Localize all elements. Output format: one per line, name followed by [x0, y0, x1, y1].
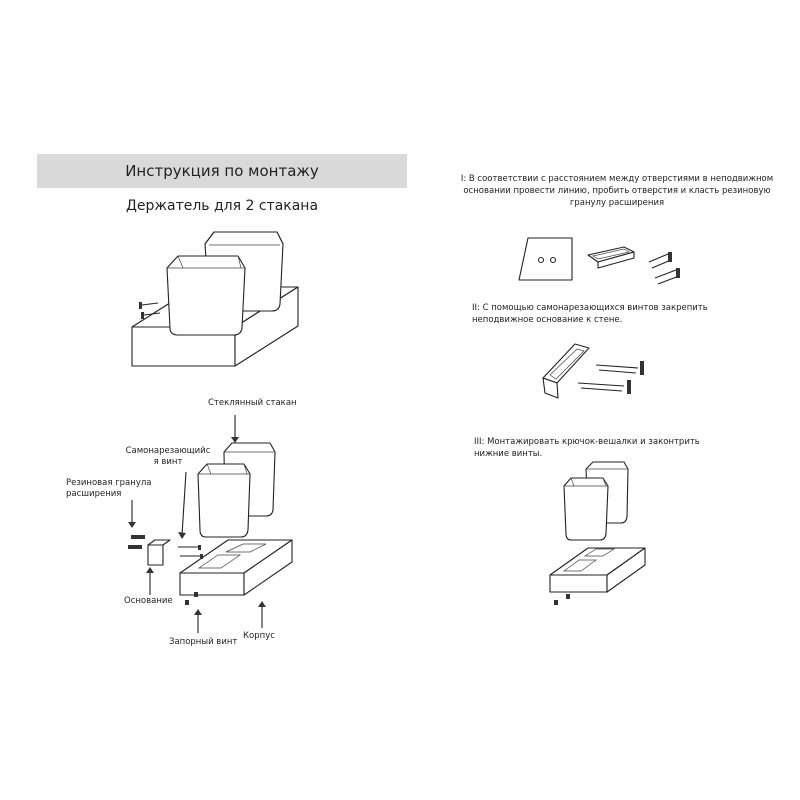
label-self-tapping-screw: Самонарезающийс я винт — [120, 446, 216, 468]
instruction-title: Инструкция по монтажу — [125, 162, 319, 180]
step3-drawing — [549, 461, 646, 605]
instruction-title-bar: Инструкция по монтажу — [37, 154, 407, 188]
exploded-view-drawing — [128, 415, 293, 633]
assembled-holder-drawing — [131, 231, 299, 367]
label-rubber-plug: Резиновая гранула расширения — [66, 478, 152, 500]
step3-line1: III: Монтажировать крючок-вешалки и зако… — [474, 437, 700, 447]
step1-line2: основании провести линию, пробить отверс… — [463, 186, 771, 196]
step3-text: III: Монтажировать крючок-вешалки и зако… — [474, 436, 774, 460]
step2-line2: неподвижное основание к стене. — [472, 315, 623, 325]
label-glass: Стеклянный стакан — [208, 398, 297, 408]
label-body: Корпус — [243, 631, 275, 641]
step2-drawing — [542, 343, 644, 399]
step1-drawing — [518, 237, 680, 285]
product-subtitle: Держатель для 2 стакана — [125, 198, 319, 214]
step1-line3: гранулу расширения — [569, 198, 665, 208]
step1-line1: I: В соответствии с расстоянием между от… — [460, 174, 774, 184]
assembled-side-screws — [139, 302, 161, 319]
step2-line1: II: С помощью самонарезающихся винтов за… — [472, 303, 708, 313]
label-rubber-plug-line1: Резиновая гранула — [66, 478, 152, 488]
label-self-tapping-screw-line2: я винт — [153, 457, 183, 467]
label-self-tapping-screw-line1: Самонарезающийс — [125, 446, 211, 456]
label-base: Основание — [124, 596, 173, 606]
step3-line2: нижние винты. — [474, 449, 543, 459]
label-rubber-plug-line2: расширения — [66, 489, 122, 499]
step2-text: II: С помощью самонарезающихся винтов за… — [472, 302, 772, 326]
label-lock-screw: Запорный винт — [169, 637, 238, 647]
step1-text: I: В соответствии с расстоянием между от… — [452, 173, 782, 209]
